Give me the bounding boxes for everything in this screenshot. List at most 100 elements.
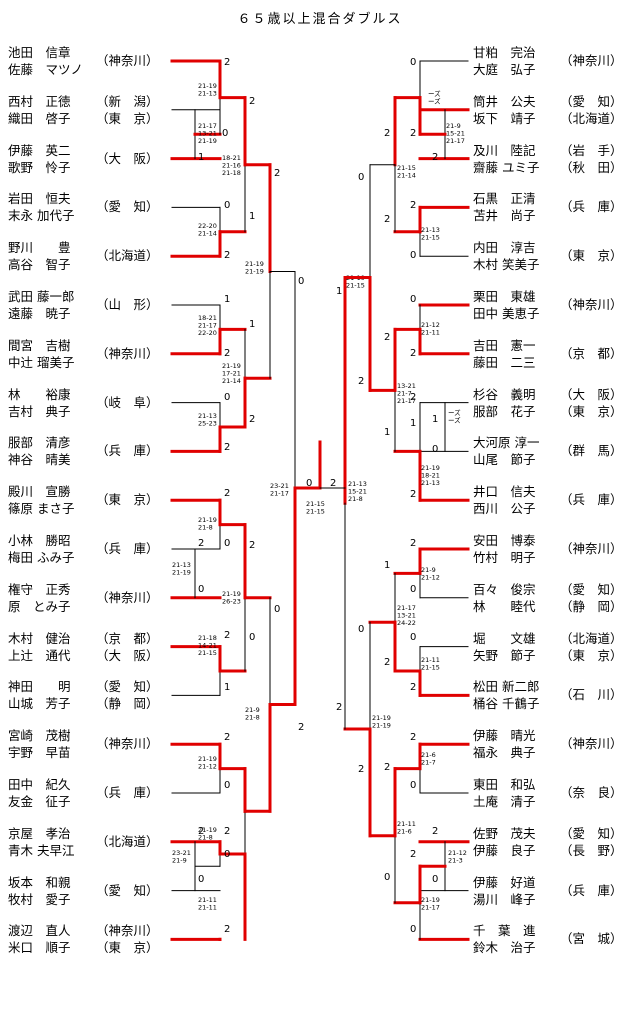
player-name: 牧村 愛子	[8, 891, 71, 907]
game-score: 2	[298, 722, 304, 733]
right-entry-players: 千 葉 進鈴木 治子	[473, 922, 536, 956]
player-name: 殿川 宣勝	[8, 484, 71, 500]
game-score: 0	[410, 57, 416, 68]
player-name: 内田 淳吉	[473, 240, 536, 256]
player-name: 佐野 茂夫	[473, 825, 536, 841]
player-name: 宮崎 茂樹	[8, 728, 71, 744]
prefecture-label: （神奈川）	[96, 53, 159, 68]
game-score: 0	[306, 478, 312, 489]
prefecture-label: （神奈川）	[560, 736, 623, 752]
left-entry-players: 野川 豊高谷 智子	[8, 239, 71, 273]
game-score: 2	[410, 392, 416, 403]
game-score: 2	[198, 826, 204, 837]
player-name: 武田 藤一郎	[8, 289, 75, 304]
game-score: 2	[432, 152, 438, 163]
prefecture-label: （岩 手） （秋 田）	[560, 142, 623, 175]
prefecture-label: （京 都）	[560, 345, 623, 361]
prefecture-label: （兵 庫）	[560, 492, 623, 508]
game-score: 0	[410, 780, 416, 791]
player-name: 桶谷 千鶴子	[473, 696, 540, 712]
player-name: 百々 俊宗	[473, 581, 536, 597]
prefecture-label: （愛 知） （長 野）	[560, 825, 623, 858]
player-name: 末永 加代子	[8, 208, 75, 224]
game-score: 2	[384, 332, 390, 343]
game-score: 1	[384, 560, 390, 571]
player-name: 木村 健治	[8, 630, 71, 646]
player-name: 東田 和弘	[473, 777, 536, 792]
game-score: 2	[432, 826, 438, 837]
game-score: 2	[330, 478, 336, 489]
game-score: 2	[249, 96, 255, 107]
player-name: 中辻 瑠美子	[8, 354, 75, 370]
game-score: 2	[224, 732, 230, 743]
game-score: 0	[358, 624, 364, 635]
player-name: 坂本 和親	[8, 874, 71, 890]
left-entry-players: 池田 信章佐藤 マツノ	[8, 44, 83, 78]
game-score: 0	[224, 780, 230, 791]
player-name: 吉田 憲一	[473, 337, 536, 353]
player-name: 京屋 孝治	[8, 825, 71, 841]
player-name: 伊藤 英二	[8, 142, 71, 158]
prefecture-label: （新 潟） （東 京）	[96, 93, 159, 126]
game-score: 1	[249, 319, 255, 330]
right-entry-players: 及川 陸記齋藤 ユミ子	[473, 142, 539, 176]
player-name: 甘粕 完治	[473, 45, 536, 60]
game-score: 2	[249, 414, 255, 425]
player-name: 権守 正秀	[8, 581, 71, 597]
game-score: 0	[358, 172, 364, 183]
prefecture-label: （宮 城）	[560, 931, 623, 947]
game-score: 2	[358, 764, 364, 775]
game-score: 2	[384, 128, 390, 139]
player-name: 岩田 恒夫	[8, 191, 71, 207]
player-name: 篠原 まさ子	[8, 501, 75, 517]
game-score: 1	[410, 418, 416, 429]
game-score: 2	[224, 826, 230, 837]
set-scores: ーズーズ	[428, 89, 441, 106]
player-name: 池田 信章	[8, 45, 71, 60]
prefecture-label: （奈 良）	[560, 785, 623, 800]
set-scores: ーズーズ	[448, 408, 461, 425]
game-score: 0	[432, 444, 438, 455]
left-entry-players: 岩田 恒夫末永 加代子	[8, 190, 74, 224]
player-name: 山城 芳子	[8, 696, 71, 712]
player-name: 矢野 節子	[473, 647, 536, 663]
prefecture-label: （石 川）	[560, 687, 623, 703]
prefecture-label: （神奈川）	[96, 589, 159, 605]
right-entry-players: 筒井 公夫坂下 靖子	[473, 93, 536, 127]
game-score: 1	[198, 152, 204, 163]
player-name: 及川 陸記	[473, 142, 536, 158]
game-score: 2	[224, 250, 230, 261]
left-entry-players: 田中 紀久友金 征子	[8, 776, 71, 810]
prefecture-label: （東 京）	[96, 492, 159, 508]
player-name: 小林 勝昭	[8, 533, 71, 548]
player-name: 林 睦代	[473, 598, 536, 614]
game-score: 2	[410, 489, 416, 500]
game-score: 1	[432, 414, 438, 425]
prefecture-label: （愛 知） （静 岡）	[560, 581, 623, 614]
prefecture-label: （兵 庫）	[96, 785, 159, 800]
player-name: 堀 文雄	[473, 630, 536, 646]
left-entry-players: 服部 清彦神谷 晴美	[8, 434, 71, 468]
game-score: 1	[384, 427, 390, 438]
prefecture-label: （愛 知） （静 岡）	[96, 679, 159, 712]
player-name: 竹村 明子	[473, 550, 536, 565]
right-entry-players: 石黒 正清苫井 尚子	[473, 190, 536, 224]
left-entry-players: 間宮 吉樹中辻 瑠美子	[8, 337, 74, 371]
player-name: 大河原 淳一	[473, 435, 540, 451]
player-name: 伊藤 良子	[473, 842, 536, 858]
